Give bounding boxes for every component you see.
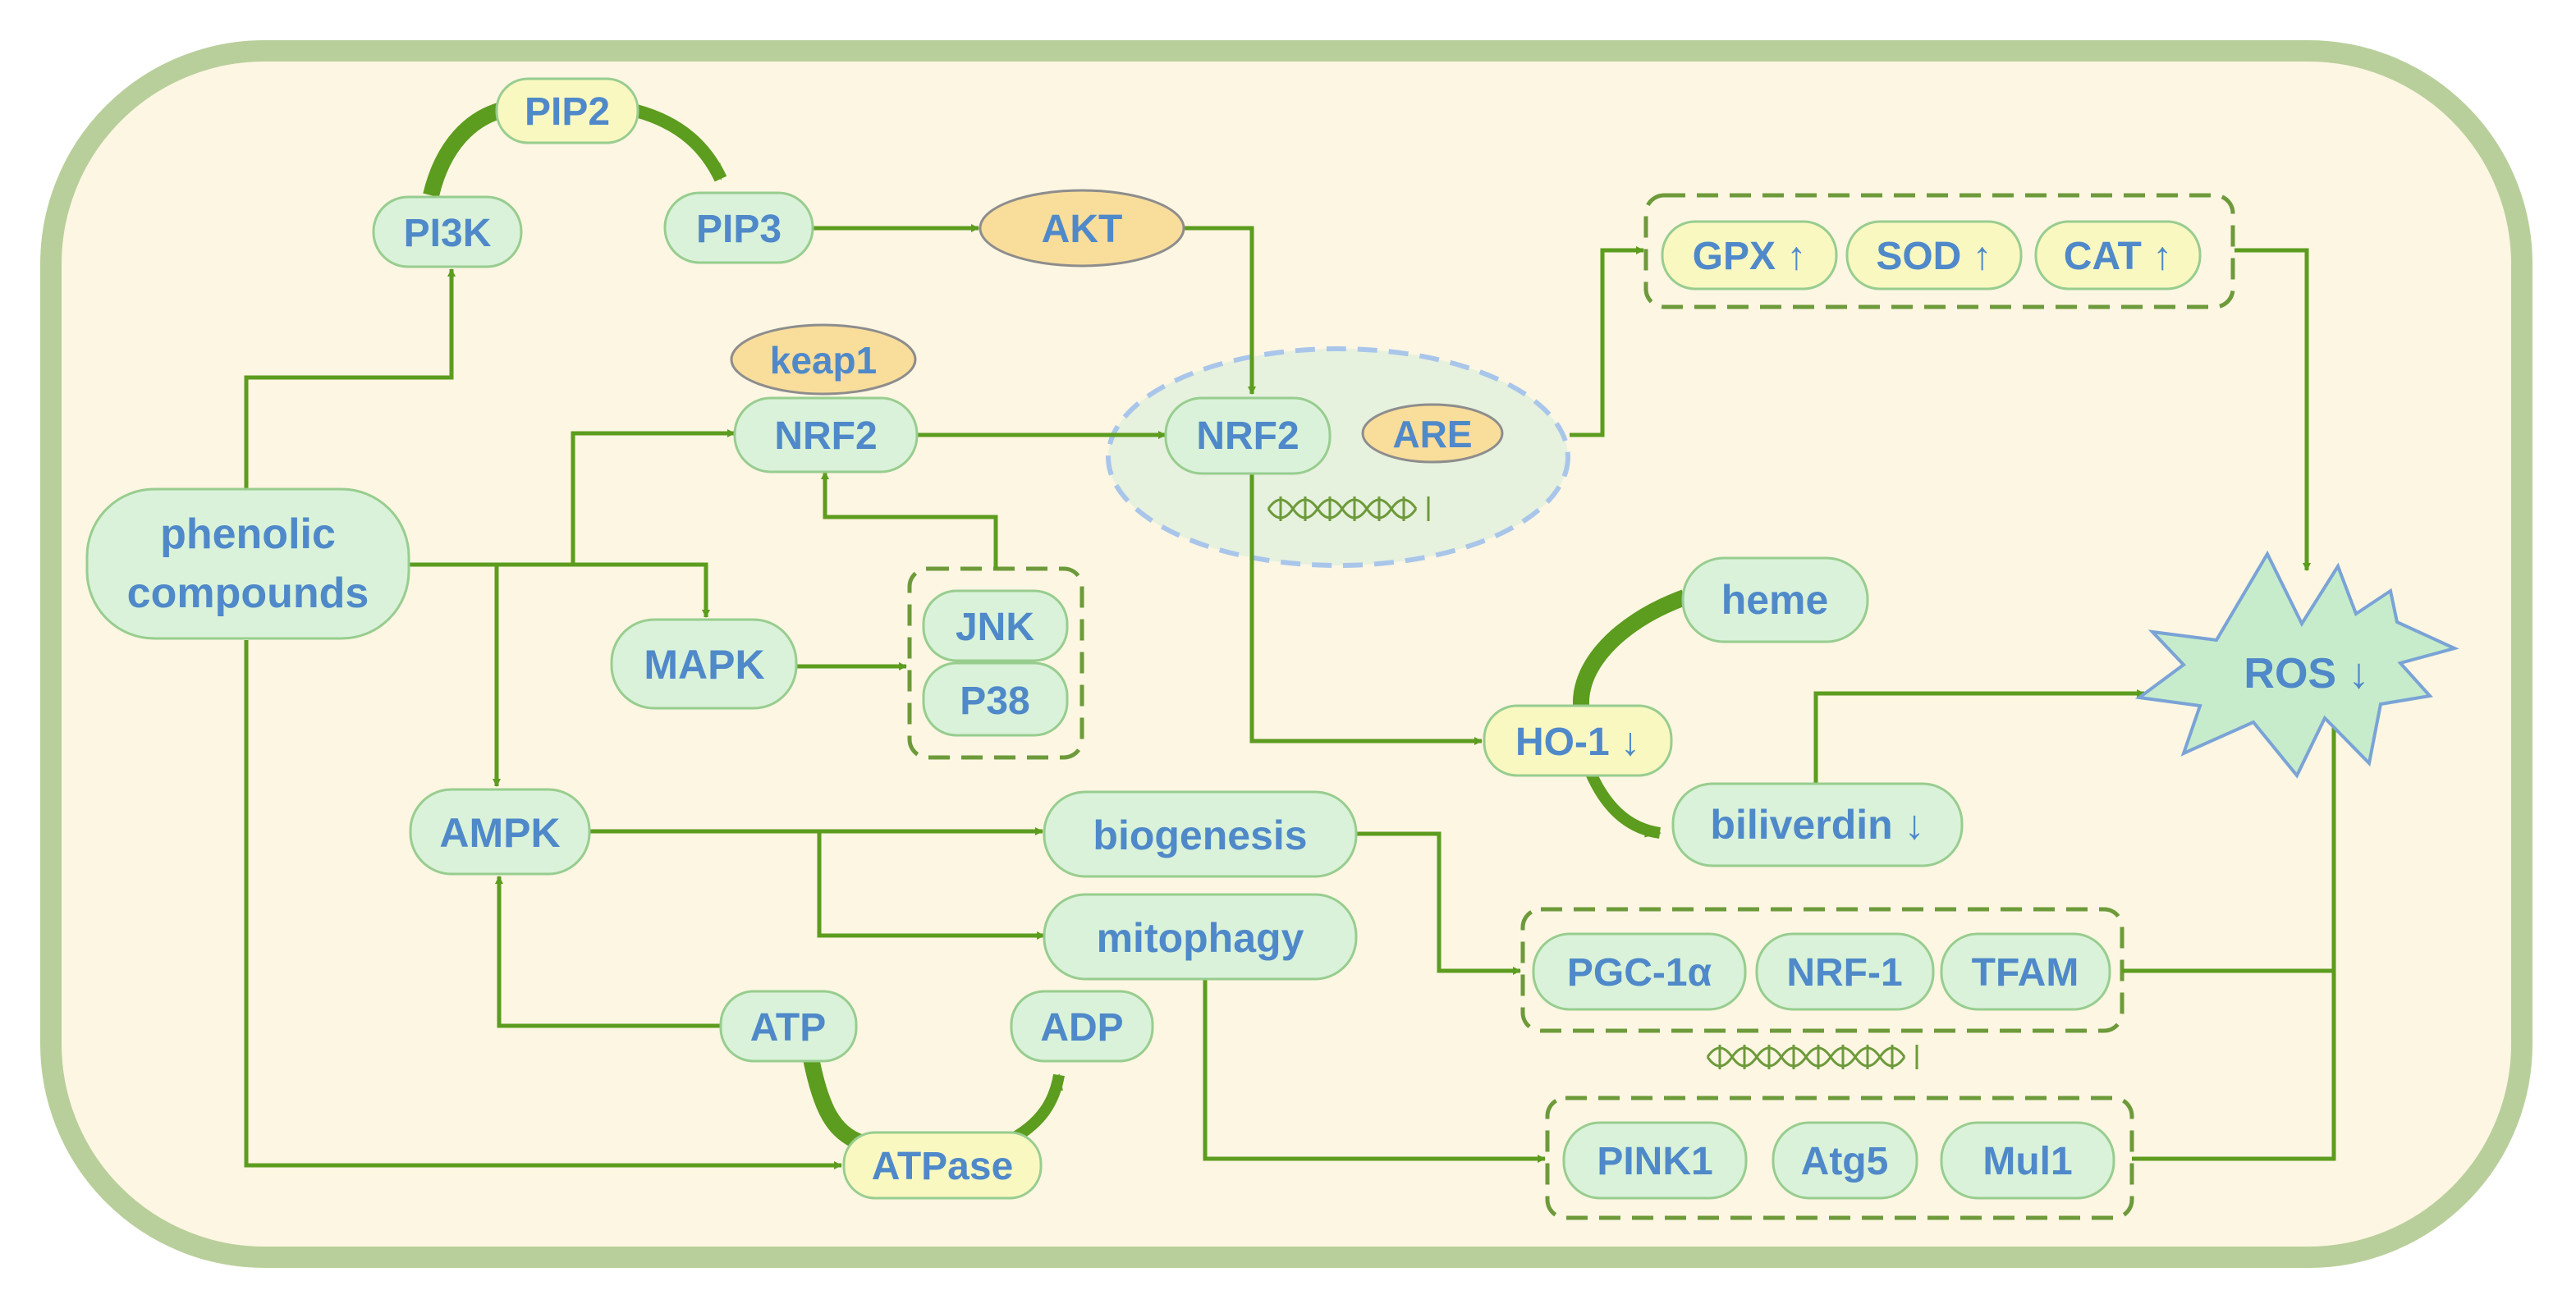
phenolic-label-line1: phenolic bbox=[160, 510, 336, 558]
biliverdin-label: biliverdin ↓ bbox=[1710, 802, 1924, 848]
node-pgc1a: PGC-1α bbox=[1532, 932, 1747, 1011]
node-cat: CAT ↑ bbox=[2034, 220, 2202, 291]
dna-icon-lower bbox=[1706, 1045, 1918, 1069]
node-pip3: PIP3 bbox=[663, 191, 814, 264]
node-ros: ROS ↓ bbox=[2134, 550, 2459, 779]
heme-label: heme bbox=[1721, 577, 1829, 623]
gpx-label: GPX ↑ bbox=[1693, 235, 1807, 278]
connectors bbox=[244, 224, 2338, 1169]
dna-icon bbox=[1267, 496, 1430, 521]
nrf2-nucleus-label: NRF2 bbox=[1196, 414, 1299, 458]
ros-label: ROS ↓ bbox=[2244, 650, 2369, 698]
node-phenolic-compounds: phenolic compounds bbox=[85, 487, 410, 640]
pip3-label: PIP3 bbox=[696, 208, 782, 251]
tfam-label: TFAM bbox=[1972, 951, 2079, 995]
node-mapk: MAPK bbox=[610, 618, 798, 710]
node-are: ARE bbox=[1361, 403, 1504, 464]
node-biliverdin: biliverdin ↓ bbox=[1671, 782, 1964, 867]
pgc1a-label: PGC-1α bbox=[1567, 951, 1712, 995]
node-sod: SOD ↑ bbox=[1845, 220, 2023, 291]
cat-label: CAT ↑ bbox=[2064, 235, 2172, 278]
node-ho1: HO-1 ↓ bbox=[1483, 704, 1673, 777]
nrf1-label: NRF-1 bbox=[1786, 951, 1902, 995]
node-atg5: Atg5 bbox=[1772, 1121, 1918, 1200]
node-jnk: JNK bbox=[922, 589, 1069, 662]
node-keap1: keap1 bbox=[730, 323, 917, 396]
pink1-label: PINK1 bbox=[1597, 1140, 1712, 1183]
pip2-label: PIP2 bbox=[525, 90, 610, 134]
akt-label: AKT bbox=[1042, 208, 1123, 251]
node-mitophagy: mitophagy bbox=[1043, 893, 1358, 981]
sod-label: SOD ↑ bbox=[1876, 235, 1992, 278]
node-nrf1: NRF-1 bbox=[1755, 932, 1935, 1011]
mul1-label: Mul1 bbox=[1982, 1140, 2072, 1183]
node-mul1: Mul1 bbox=[1940, 1121, 2115, 1200]
ampk-label: AMPK bbox=[439, 810, 560, 856]
node-akt: AKT bbox=[979, 189, 1185, 268]
node-pi3k: PI3K bbox=[372, 195, 523, 268]
nrf2-label: NRF2 bbox=[774, 414, 877, 458]
node-p38: P38 bbox=[922, 661, 1069, 737]
node-pink1: PINK1 bbox=[1562, 1121, 1748, 1200]
node-nrf2-nucleus: NRF2 bbox=[1164, 396, 1332, 475]
node-gpx: GPX ↑ bbox=[1661, 220, 1838, 291]
node-atpase: ATPase bbox=[842, 1131, 1043, 1200]
adp-label: ADP bbox=[1040, 1006, 1123, 1050]
pi3k-label: PI3K bbox=[404, 212, 492, 255]
mapk-label: MAPK bbox=[644, 642, 764, 688]
are-label: ARE bbox=[1392, 413, 1472, 455]
node-adp: ADP bbox=[1010, 990, 1154, 1063]
node-pip2: PIP2 bbox=[495, 77, 639, 144]
node-ampk: AMPK bbox=[409, 788, 591, 876]
node-heme: heme bbox=[1681, 556, 1869, 643]
atp-label: ATP bbox=[750, 1006, 826, 1050]
jnk-label: JNK bbox=[956, 606, 1034, 649]
node-nrf2: NRF2 bbox=[733, 396, 919, 474]
ho1-label: HO-1 ↓ bbox=[1515, 721, 1640, 764]
node-atp: ATP bbox=[719, 990, 858, 1063]
antioxidant-enzymes-group bbox=[1643, 193, 2235, 309]
p38-label: P38 bbox=[960, 679, 1029, 723]
node-biogenesis: biogenesis bbox=[1043, 790, 1358, 878]
biogenesis-label: biogenesis bbox=[1093, 812, 1307, 858]
atg5-label: Atg5 bbox=[1801, 1140, 1889, 1183]
mitophagy-label: mitophagy bbox=[1097, 915, 1304, 961]
mitophagy-targets-group bbox=[1545, 1096, 2134, 1220]
keap1-label: keap1 bbox=[770, 339, 877, 382]
phenolic-label-line2: compounds bbox=[127, 570, 369, 617]
node-tfam: TFAM bbox=[1940, 932, 2111, 1011]
atpase-label: ATPase bbox=[872, 1145, 1014, 1188]
